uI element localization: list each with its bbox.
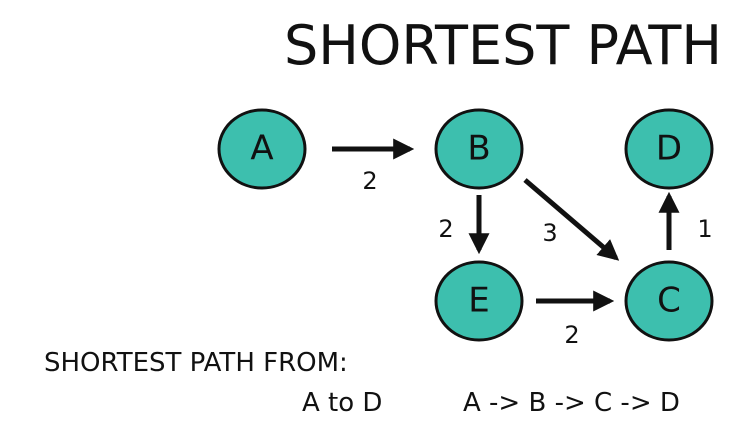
edge-weight-a-b: 2 [362, 167, 377, 195]
page-title: SHORTEST PATH [284, 14, 722, 77]
node-e: E [434, 260, 524, 342]
node-c: C [624, 260, 714, 342]
node-label: E [468, 281, 489, 321]
node-label: D [656, 129, 682, 169]
path-query: A to D [302, 388, 383, 418]
path-result: A -> B -> C -> D [463, 388, 680, 418]
edges-layer: 2 2 3 2 1 [332, 138, 713, 349]
node-label: B [467, 129, 490, 169]
node-b: B [434, 108, 524, 190]
node-circle [434, 260, 524, 342]
edge-weight-b-c: 3 [542, 219, 557, 247]
nodes-layer: A B D E C [217, 108, 714, 342]
shortest-path-caption: SHORTEST PATH FROM: [44, 348, 348, 378]
edge-weight-c-d: 1 [697, 215, 712, 243]
node-circle [624, 260, 714, 342]
node-label: C [657, 281, 681, 321]
node-d: D [624, 108, 714, 190]
edge-b-c [523, 178, 620, 261]
edge-weight-e-c: 2 [564, 321, 579, 349]
node-label: A [250, 129, 273, 169]
node-circle [434, 108, 524, 190]
node-circle [217, 108, 307, 190]
node-a: A [217, 108, 307, 190]
edge-weight-b-e: 2 [438, 215, 453, 243]
node-circle [624, 108, 714, 190]
